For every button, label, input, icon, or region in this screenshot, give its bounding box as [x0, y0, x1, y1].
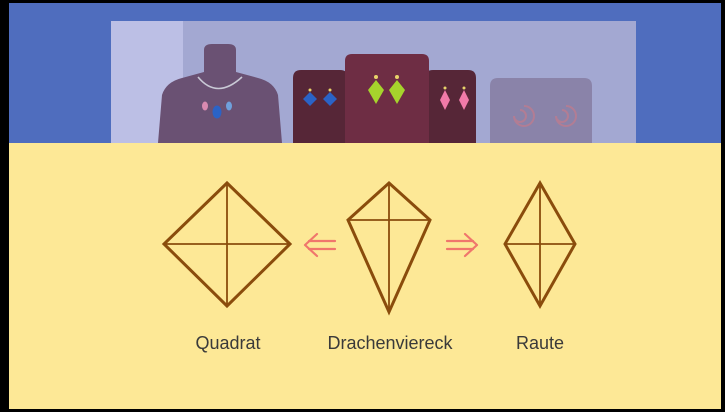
paper-band [9, 143, 721, 409]
kite-figure [346, 180, 432, 316]
rhombus-figure [503, 179, 577, 310]
earring-display-right [425, 70, 476, 143]
earring-display-left [293, 70, 348, 143]
spiral-earring-display [490, 78, 592, 143]
necklace-pendant-left [202, 101, 208, 111]
necklace-pendant-right [226, 101, 232, 111]
right-arrow-icon [445, 232, 479, 258]
label-quadrat: Quadrat [195, 333, 261, 353]
square-figure [161, 180, 293, 309]
label-drachenviereck: Drachenviereck [327, 333, 453, 353]
necklace-chain [197, 76, 243, 90]
necklace-pendant [212, 105, 222, 119]
necklace-bust [158, 44, 282, 143]
left-arrow-icon [303, 232, 337, 258]
earring-display-center [345, 54, 429, 143]
label-raute: Raute [515, 333, 565, 353]
